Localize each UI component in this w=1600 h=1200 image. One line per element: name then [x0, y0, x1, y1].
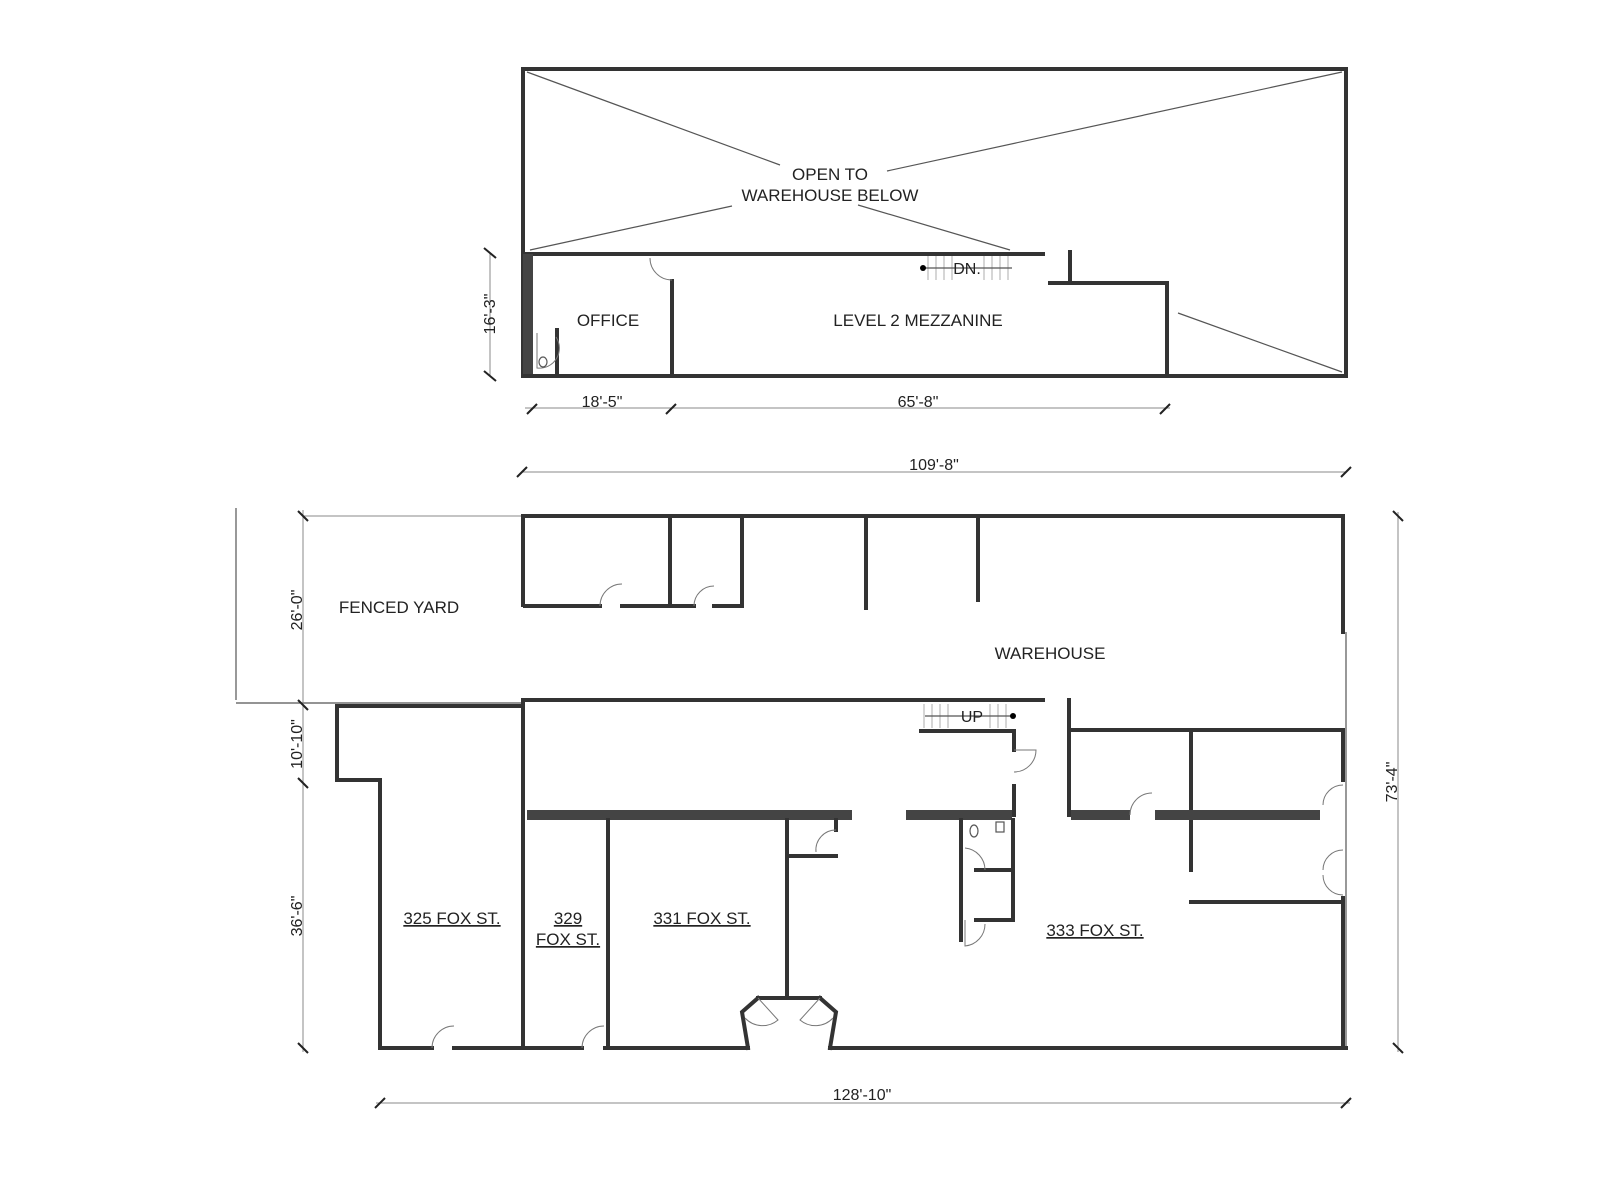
- toilet-icon: [969, 824, 979, 838]
- dim-lower: 36'-6": [289, 896, 306, 937]
- dimension-16-3: 16'-3": [482, 247, 499, 382]
- office-label: OFFICE: [577, 311, 639, 330]
- restroom-door: [536, 333, 560, 369]
- dim-office-width: 18'-5": [582, 394, 623, 411]
- fenced-yard-label: FENCED YARD: [339, 598, 459, 617]
- open-to-label-1: OPEN TO: [792, 165, 868, 184]
- open-to-label-2: WAREHOUSE BELOW: [742, 186, 919, 205]
- sink-icon: [995, 821, 1005, 833]
- stairs-up: UP: [919, 704, 1037, 817]
- mezzanine-label: LEVEL 2 MEZZANINE: [833, 311, 1002, 330]
- warehouse-label: WAREHOUSE: [995, 644, 1106, 663]
- dim-height: 16'-3": [482, 294, 499, 335]
- fenced-yard: FENCED YARD: [235, 508, 523, 704]
- dimension-109-8: 109'-8": [516, 457, 1352, 478]
- unit-325-label: 325 FOX ST.: [403, 909, 500, 928]
- office-door: [649, 257, 673, 281]
- open-area-diagonals: [526, 71, 1343, 373]
- ground-floor-plan: 109'-8" FENCED YARD WAREHOUSE: [235, 457, 1404, 1109]
- mezzanine-plan: OPEN TO WAREHOUSE BELOW DN. OFFICE LE: [482, 67, 1348, 415]
- dimension-left-stack: 26'-0" 10'-10" 36'-6": [289, 510, 309, 1054]
- dim-middle: 10'-10": [289, 719, 306, 769]
- dim-mezzanine-width: 65'-8": [898, 394, 939, 411]
- double-entry-doors: [739, 995, 839, 1051]
- dim-total-height: 73'-4": [1384, 762, 1401, 803]
- dimension-bottom: 128'-10": [374, 1087, 1352, 1109]
- dim-bottom-width: 128'-10": [833, 1087, 892, 1104]
- unit-329-label-2: FOX ST.: [536, 930, 600, 949]
- stair-up-label: UP: [961, 709, 983, 726]
- stair-down-label: DN.: [953, 261, 981, 278]
- dim-yard: 26'-0": [289, 590, 306, 631]
- stairs-down: DN.: [920, 256, 1012, 280]
- mezzanine-walls: [523, 250, 1169, 376]
- dimension-mezz-widths: 18'-5" 65'-8": [525, 394, 1171, 415]
- mezzanine-outline: [521, 67, 1348, 378]
- unit-331-label: 331 FOX ST.: [653, 909, 750, 928]
- warehouse-walls: [521, 514, 1347, 1050]
- unit-329-label-1: 329: [554, 909, 582, 928]
- unit-walls: [335, 698, 1348, 1051]
- toilet-icon: [538, 356, 548, 368]
- dim-top-width: 109'-8": [909, 457, 959, 474]
- unit-333-label: 333 FOX ST.: [1046, 921, 1143, 940]
- dimension-right: 73'-4": [1384, 510, 1404, 1054]
